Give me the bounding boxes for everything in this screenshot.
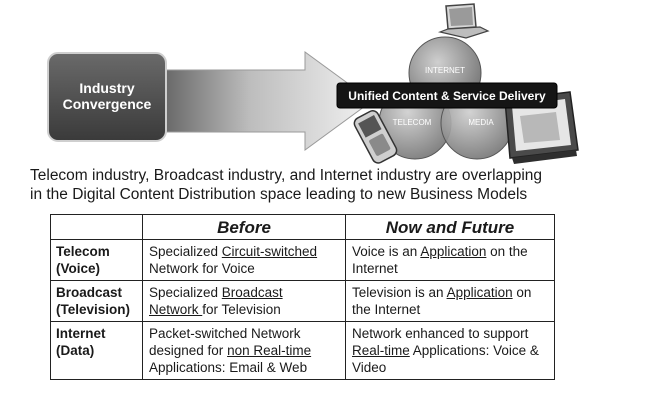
row-head-line: (Television) (56, 302, 131, 317)
table-row: Internet (Data) Packet-switched Network … (50, 321, 555, 380)
row-head-broadcast: Broadcast (Television) (50, 280, 143, 322)
convergence-diagram: Industry Convergence INTERNET TELECOM ME… (47, 3, 579, 164)
media-label: MEDIA (468, 118, 494, 127)
table-row: Telecom (Voice) Specialized Circuit-swit… (50, 239, 555, 281)
laptop-icon (437, 3, 490, 39)
table-header-row: Before Now and Future (50, 214, 555, 240)
cell-text: Applications: Voice & (409, 343, 539, 358)
cell-before: Specialized Broadcast Network for Televi… (142, 280, 346, 322)
cell-text: designed for (149, 343, 228, 358)
unified-delivery-banner-text: Unified Content & Service Delivery (348, 89, 546, 103)
cell-text: Packet-switched Network (149, 326, 301, 341)
cell-text: Network enhanced to support (352, 326, 529, 341)
cell-underlined-text: Application (446, 285, 513, 300)
cell-text: on the (486, 244, 528, 259)
cell-underlined-text: Real-time (352, 343, 410, 358)
cell-text: on (512, 285, 532, 300)
unified-delivery-banner (336, 82, 558, 109)
mobile-phone-icon (353, 110, 398, 164)
row-head-line: Broadcast (56, 285, 123, 300)
row-head-internet: Internet (Data) (50, 321, 143, 380)
cell-text: Voice is an (352, 244, 421, 259)
header-empty (50, 214, 143, 240)
cell-before: Packet-switched Network designed for non… (142, 321, 346, 380)
convergence-box-line1: Industry (79, 80, 134, 96)
table-row: Broadcast (Television) Specialized Broad… (50, 280, 555, 322)
convergence-arrow (149, 51, 373, 151)
header-now-and-future: Now and Future (345, 214, 555, 240)
cell-text: Specialized (149, 244, 222, 259)
comparison-table: Before Now and Future Telecom (Voice) Sp… (50, 214, 555, 380)
cell-text: Network for Voice (149, 261, 255, 276)
cell-before: Specialized Circuit-switched Network for… (142, 239, 346, 281)
intro-line-1: Telecom industry, Broadcast industry, an… (30, 167, 543, 184)
cell-underlined-text: non Real-time (227, 343, 312, 358)
telecom-label: TELECOM (393, 118, 432, 127)
industry-convergence-box (47, 52, 167, 142)
cell-now: Network enhanced to support Real-time Ap… (345, 321, 555, 380)
cell-text: Video (352, 360, 387, 375)
cell-text: the Internet (352, 302, 421, 317)
row-head-telecom: Telecom (Voice) (50, 239, 143, 281)
cell-text: Television is an (352, 285, 447, 300)
row-head-line: Telecom (56, 244, 110, 259)
header-before: Before (142, 214, 346, 240)
cell-now: Voice is an Application on the Internet (345, 239, 555, 281)
cell-text: for Television (202, 302, 281, 317)
cell-underlined-text: Circuit-switched (221, 244, 318, 259)
cell-underlined-text: Network (149, 302, 203, 317)
cell-underlined-text: Broadcast (221, 285, 283, 300)
cell-underlined-text: Application (420, 244, 487, 259)
intro-line-2: in the Digital Content Distribution spac… (30, 186, 528, 203)
convergence-box-line2: Convergence (63, 96, 152, 112)
cell-text: Specialized (149, 285, 222, 300)
cell-text: Applications: Email & Web (149, 360, 308, 375)
row-head-line: (Data) (56, 343, 95, 358)
internet-label: INTERNET (425, 66, 465, 75)
cell-text: Internet (352, 261, 398, 276)
cell-now: Television is an Application on the Inte… (345, 280, 555, 322)
row-head-line: Internet (56, 326, 106, 341)
row-head-line: (Voice) (56, 261, 101, 276)
intro-paragraph: Telecom industry, Broadcast industry, an… (30, 166, 630, 204)
